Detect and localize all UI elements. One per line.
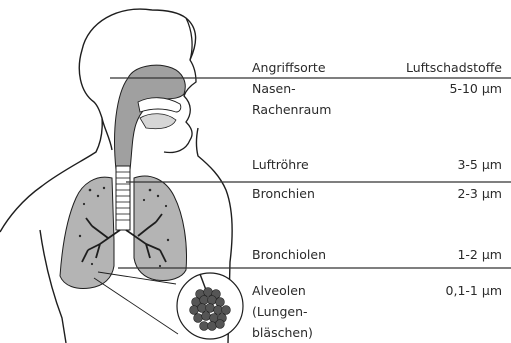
size-label-trachea: 3-5 µm (457, 154, 502, 175)
size-label-bronchioles: 1-2 µm (457, 244, 502, 265)
site-label-bronchi: Bronchien (252, 183, 315, 204)
palate (138, 98, 181, 112)
left-lung (60, 177, 114, 288)
tongue (140, 114, 176, 129)
site-label-alveoli-line-2: (Lungen- (252, 301, 313, 322)
right-lung (134, 176, 187, 281)
site-label-alveoli-line-1: Alveolen (252, 280, 313, 301)
header-pollutants-label: Luftschadstoffe (406, 57, 502, 78)
site-label-nasal: Nasen- Rachenraum (252, 78, 331, 120)
site-label-alveoli: Alveolen (Lungen- bläschen) (252, 280, 313, 343)
size-label-bronchi: 2-3 µm (457, 183, 502, 204)
site-label-nasal-line-1: Nasen- (252, 78, 331, 99)
header-sites-label: Angriffsorte (252, 57, 326, 78)
size-label-alveoli: 0,1-1 µm (446, 280, 502, 301)
size-label-nasal: 5-10 µm (450, 78, 502, 99)
site-label-trachea: Luftröhre (252, 154, 309, 175)
site-label-bronchioles: Bronchiolen (252, 244, 326, 265)
site-label-nasal-line-2: Rachenraum (252, 99, 331, 120)
site-label-alveoli-line-3: bläschen) (252, 322, 313, 343)
